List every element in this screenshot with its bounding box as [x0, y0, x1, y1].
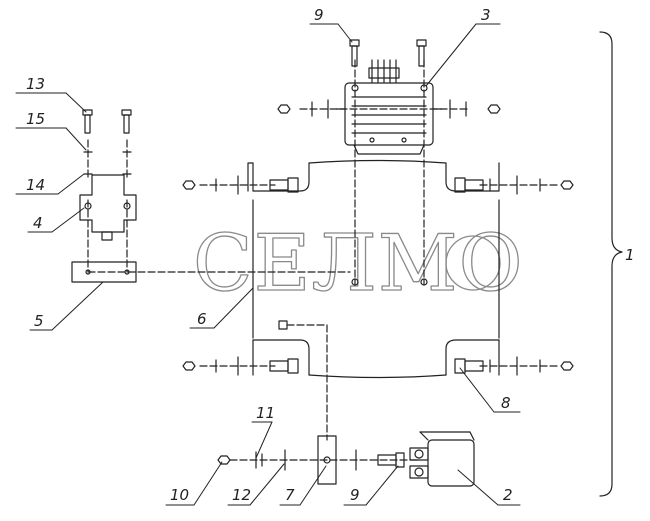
callout-3: 3: [481, 6, 491, 24]
assembly-brace: [599, 31, 623, 497]
callout-13: 13: [26, 75, 45, 93]
callout-15: 15: [26, 110, 45, 128]
callout-7: 7: [285, 486, 295, 504]
callout-1: 1: [625, 246, 635, 264]
voltage-regulator: [335, 59, 443, 155]
leader-lines: [15, 23, 521, 506]
callout-4: 4: [33, 214, 43, 232]
relay: [79, 174, 137, 241]
callout-9-top: 9: [314, 6, 324, 24]
relay-screws: [82, 109, 132, 175]
callout-2: 2: [503, 486, 513, 504]
bracket-fasteners: [182, 175, 574, 376]
bottom-hardware: [217, 435, 405, 485]
terminal-block: [409, 431, 475, 487]
watermark-logo: СЕЛМО: [192, 218, 524, 309]
callout-10: 10: [170, 486, 189, 504]
plate-holes: [278, 278, 428, 330]
callout-14: 14: [26, 176, 45, 194]
mounting-bracket: [247, 159, 500, 379]
svg-text:СЕЛМО: СЕЛМО: [193, 219, 524, 309]
callout-11: 11: [256, 404, 275, 422]
callout-6: 6: [197, 310, 207, 328]
callout-12: 12: [232, 486, 251, 504]
regulator-side-fasteners: [277, 99, 501, 119]
relay-plate: [71, 261, 137, 283]
callout-9-bottom: 9: [350, 486, 360, 504]
callout-5: 5: [34, 312, 44, 330]
top-bolts: [349, 39, 427, 67]
callout-8: 8: [501, 394, 511, 412]
callout-labels: 1 2 3 4 5 6 7 8 9 9 10 11 12 13 14 15: [26, 6, 635, 504]
